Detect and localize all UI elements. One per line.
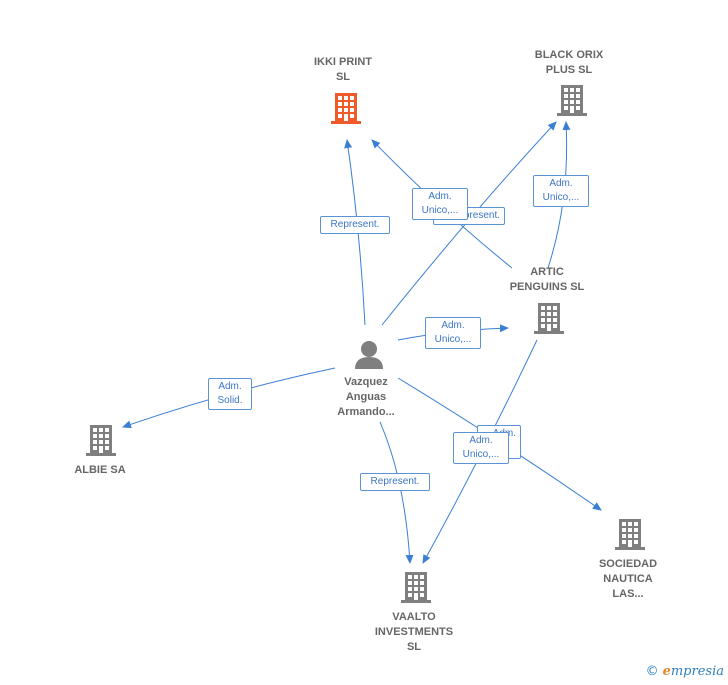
brand-name: mpresia bbox=[670, 664, 724, 679]
edge-label-represent-ikki[interactable]: Represent. bbox=[320, 216, 390, 234]
node-label-albie[interactable]: ALBIE SA bbox=[74, 464, 126, 476]
copyright-symbol: © bbox=[645, 664, 659, 679]
sociedad-building-icon bbox=[615, 519, 645, 550]
vaalto-building-icon bbox=[401, 572, 431, 603]
edge-label-adm-solid-albie[interactable]: Adm. Solid. bbox=[208, 378, 252, 410]
node-label-ikki-print[interactable]: IKKI PRINT SL bbox=[313, 56, 373, 83]
albie-building-icon bbox=[86, 425, 116, 456]
black-orix-building-icon bbox=[557, 85, 587, 116]
artic-penguins-building-icon bbox=[534, 303, 564, 334]
brand-e-logo: e bbox=[662, 664, 671, 679]
edge-label-adm-unico-artic[interactable]: Adm. Unico,... bbox=[425, 317, 481, 349]
node-label-sociedad[interactable]: SOCIEDAD NAUTICA LAS... bbox=[598, 558, 658, 600]
edge-label-represent-vaalto[interactable]: Represent. bbox=[360, 473, 430, 491]
person-icon bbox=[355, 341, 383, 369]
empresia-brand: ©empresia bbox=[646, 664, 724, 679]
edge-label-adm-unico-ikki[interactable]: Adm. Unico,... bbox=[412, 188, 468, 220]
node-label-artic-penguins[interactable]: ARTIC PENGUINS SL bbox=[509, 266, 585, 293]
node-label-black-orix[interactable]: BLACK ORIX PLUS SL bbox=[534, 49, 604, 76]
node-label-person[interactable]: Vazquez Anguas Armando... bbox=[337, 376, 395, 418]
edge-label-adm-unico-orix[interactable]: Adm. Unico,... bbox=[533, 175, 589, 207]
edge-person-vaalto bbox=[379, 421, 414, 564]
edge-label-adm-unico-vaalto[interactable]: Adm. Unico,... bbox=[453, 432, 509, 464]
ikki-print-building-icon bbox=[331, 93, 361, 124]
node-label-vaalto[interactable]: VAALTO INVESTMENTS SL bbox=[374, 611, 454, 653]
